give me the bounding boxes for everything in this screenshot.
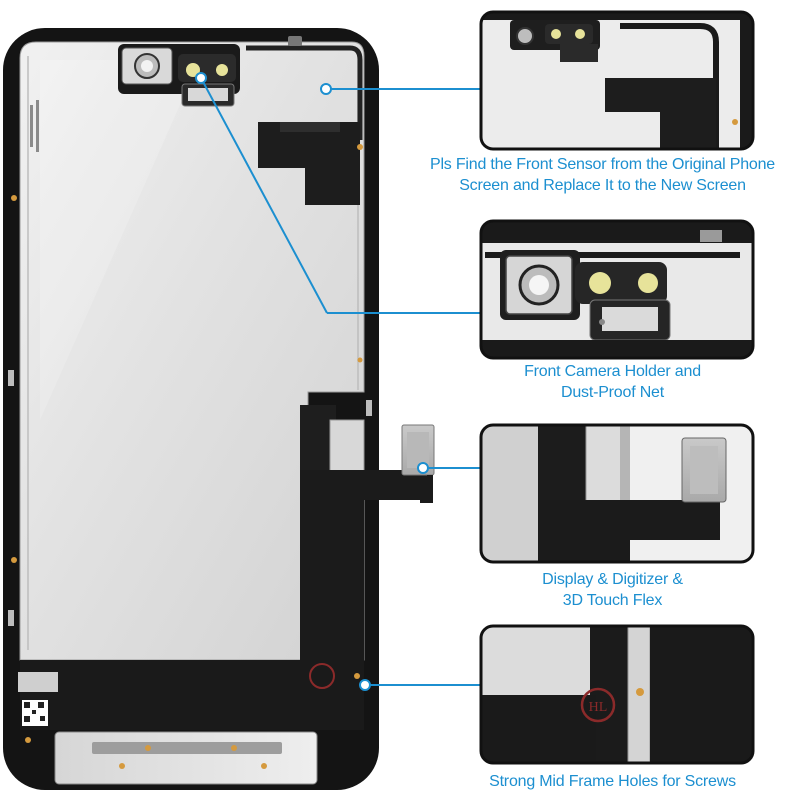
caption-camera-holder-line-1: Front Camera Holder and (524, 363, 701, 380)
caption-touch-flex-line-2: 3D Touch Flex (562, 592, 663, 609)
label-print (30, 100, 39, 152)
caption-camera-holder: Front Camera Holder and Dust-Proof Net (480, 361, 745, 403)
callout-dot-camera (195, 72, 207, 84)
zoom-panel-touch-flex (479, 423, 755, 564)
zoom-panel-camera-holder (479, 219, 755, 360)
zoom-panel-mid-frame: HL (479, 624, 755, 765)
caption-camera-holder-line-2: Dust-Proof Net (560, 384, 664, 401)
zoom-panel-front-sensor (479, 10, 755, 151)
phone-screen-assembly (3, 28, 435, 790)
caption-touch-flex: Display & Digitizer & 3D Touch Flex (480, 569, 745, 611)
caption-front-sensor: Pls Find the Front Sensor from the Origi… (405, 154, 800, 196)
callout-dot-frame (359, 679, 371, 691)
caption-front-sensor-line-2: Screen and Replace It to the New Screen (459, 177, 746, 194)
callout-line-camera-diag (200, 77, 328, 314)
caption-mid-frame-line-1: Strong Mid Frame Holes for Screws (489, 773, 736, 790)
caption-mid-frame: Strong Mid Frame Holes for Screws (470, 771, 755, 792)
caption-front-sensor-line-1: Pls Find the Front Sensor from the Origi… (429, 156, 776, 173)
callout-dots (195, 72, 429, 691)
touch-flex (300, 405, 435, 665)
callout-dot-flex (417, 462, 429, 474)
camera-holder (118, 44, 240, 107)
callout-lines (200, 77, 481, 686)
callout-dot-sensor (320, 83, 332, 95)
caption-touch-flex-line-1: Display & Digitizer & (542, 571, 683, 588)
brand-mark: HL (589, 700, 608, 715)
